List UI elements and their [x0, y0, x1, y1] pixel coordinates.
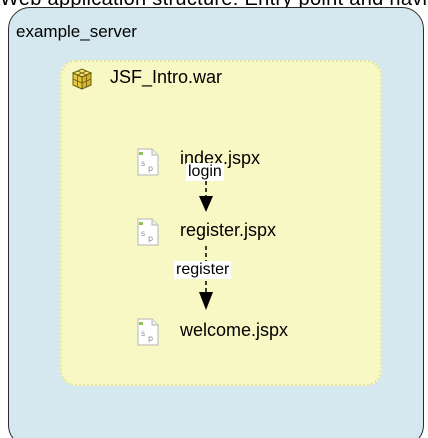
war-label: JSF_Intro.war: [110, 67, 223, 87]
jsp-file-icon: s p: [137, 148, 159, 176]
transition-label-register: register: [174, 261, 232, 279]
transition-label-login: login: [186, 163, 224, 181]
jsp-file-icon: s p: [137, 318, 159, 346]
jsp-file-icon: s p: [137, 218, 159, 246]
svg-text:p: p: [148, 164, 153, 173]
server-label: example_server: [16, 22, 137, 41]
page-node-register: register.jspx: [180, 220, 277, 240]
package-cube-icon: [71, 68, 93, 90]
svg-text:s: s: [141, 329, 145, 338]
svg-text:s: s: [141, 159, 145, 168]
war-container: [60, 60, 382, 386]
svg-text:p: p: [148, 234, 153, 243]
page-node-welcome: welcome.jspx: [180, 320, 289, 340]
svg-text:s: s: [141, 229, 145, 238]
diagram-caption: Web application structure: Entry point a…: [0, 0, 428, 11]
svg-text:p: p: [148, 334, 153, 343]
